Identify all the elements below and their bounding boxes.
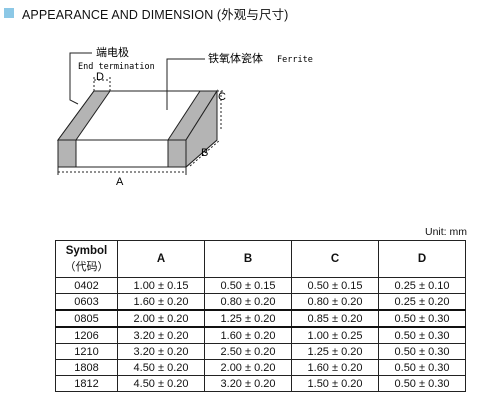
- b-dimension-line: [189, 139, 221, 167]
- cell-symbol: 0402: [55, 277, 118, 294]
- chip-front-face: [57, 139, 187, 168]
- symbol-header-cn-label: （代码）: [64, 261, 109, 273]
- chip-dimension-drawing: 端电极 End termination 铁氧体瓷体 Ferrite D C B …: [57, 45, 313, 188]
- cell-a: 4.50 ± 0.20: [117, 359, 205, 376]
- cell-b: 1.25 ± 0.20: [204, 309, 292, 328]
- ferrite-leader: [166, 58, 205, 110]
- square-bullet-icon: [4, 8, 14, 18]
- cell-symbol: 1206: [55, 326, 118, 344]
- end-termination-cn-label: 端电极: [96, 45, 129, 59]
- symbol-column-header: Symbol （代码）: [55, 240, 118, 278]
- cell-symbol: 0603: [55, 293, 118, 311]
- table-row: 1808 4.50 ± 0.20 2.00 ± 0.20 1.60 ± 0.20…: [55, 359, 466, 376]
- dimension-table: Symbol （代码） A B C D 0402 1.00 ± 0.15 0.5…: [55, 240, 466, 392]
- cell-c: 1.25 ± 0.20: [291, 343, 379, 360]
- cell-a: 2.00 ± 0.20: [117, 309, 205, 328]
- cell-symbol: 0805: [55, 309, 118, 328]
- table-row: 0603 1.60 ± 0.20 0.80 ± 0.20 0.80 ± 0.20…: [55, 293, 466, 311]
- cell-d: 0.50 ± 0.30: [378, 326, 466, 344]
- dimension-b-label: B: [201, 147, 208, 159]
- cell-b: 0.80 ± 0.20: [204, 293, 292, 311]
- cell-d: 0.50 ± 0.30: [378, 309, 466, 328]
- dimension-d-label: D: [96, 71, 104, 83]
- cell-d: 0.50 ± 0.30: [378, 359, 466, 376]
- cell-c: 1.60 ± 0.20: [291, 359, 379, 376]
- cell-symbol: 1808: [55, 359, 118, 376]
- table-row: 1210 3.20 ± 0.20 2.50 ± 0.20 1.25 ± 0.20…: [55, 343, 466, 360]
- cell-b: 3.20 ± 0.20: [204, 375, 292, 392]
- end-termination-en-label: End termination: [78, 62, 155, 72]
- symbol-header-label: Symbol: [65, 245, 108, 257]
- cell-c: 0.85 ± 0.20: [291, 309, 379, 328]
- cell-b: 1.60 ± 0.20: [204, 326, 292, 344]
- ferrite-cn-label: 铁氧体瓷体: [208, 51, 263, 65]
- cell-a: 1.00 ± 0.15: [117, 277, 205, 294]
- cell-b: 2.00 ± 0.20: [204, 359, 292, 376]
- table-row: 1206 3.20 ± 0.20 1.60 ± 0.20 1.00 ± 0.25…: [55, 326, 466, 344]
- section-title: APPEARANCE AND DIMENSION (外观与尺寸): [22, 7, 289, 22]
- cell-a: 3.20 ± 0.20: [117, 343, 205, 360]
- cell-b: 2.50 ± 0.20: [204, 343, 292, 360]
- cell-d: 0.25 ± 0.20: [378, 293, 466, 311]
- table-row: 1812 4.50 ± 0.20 3.20 ± 0.20 1.50 ± 0.20…: [55, 375, 466, 392]
- cell-a: 1.60 ± 0.20: [117, 293, 205, 311]
- unit-label: Unit: mm: [425, 226, 467, 238]
- dimension-a-label: A: [116, 176, 124, 188]
- column-header-b: B: [204, 240, 292, 278]
- end-termination-leader: [69, 52, 92, 105]
- section-header: APPEARANCE AND DIMENSION (外观与尺寸): [4, 5, 289, 22]
- column-header-c: C: [291, 240, 379, 278]
- cell-c: 1.50 ± 0.20: [291, 375, 379, 392]
- table-row: 0402 1.00 ± 0.15 0.50 ± 0.15 0.50 ± 0.15…: [55, 277, 466, 294]
- cell-a: 4.50 ± 0.20: [117, 375, 205, 392]
- right-termination-side: [185, 89, 218, 169]
- cell-symbol: 1210: [55, 343, 118, 360]
- cell-d: 0.50 ± 0.30: [378, 343, 466, 360]
- cell-a: 3.20 ± 0.20: [117, 326, 205, 344]
- column-header-d: D: [378, 240, 466, 278]
- column-header-a: A: [117, 240, 205, 278]
- cell-c: 0.50 ± 0.15: [291, 277, 379, 294]
- table-header-row: Symbol （代码） A B C D: [55, 240, 466, 278]
- cell-d: 0.50 ± 0.30: [378, 375, 466, 392]
- left-termination-front: [57, 139, 77, 168]
- right-termination-front: [167, 139, 187, 168]
- cell-b: 0.50 ± 0.15: [204, 277, 292, 294]
- ferrite-en-label: Ferrite: [277, 55, 313, 65]
- cell-c: 1.00 ± 0.25: [291, 326, 379, 344]
- dimension-c-label: C: [218, 91, 226, 103]
- cell-symbol: 1812: [55, 375, 118, 392]
- cell-c: 0.80 ± 0.20: [291, 293, 379, 311]
- cell-d: 0.25 ± 0.10: [378, 277, 466, 294]
- table-row: 0805 2.00 ± 0.20 1.25 ± 0.20 0.85 ± 0.20…: [55, 309, 466, 328]
